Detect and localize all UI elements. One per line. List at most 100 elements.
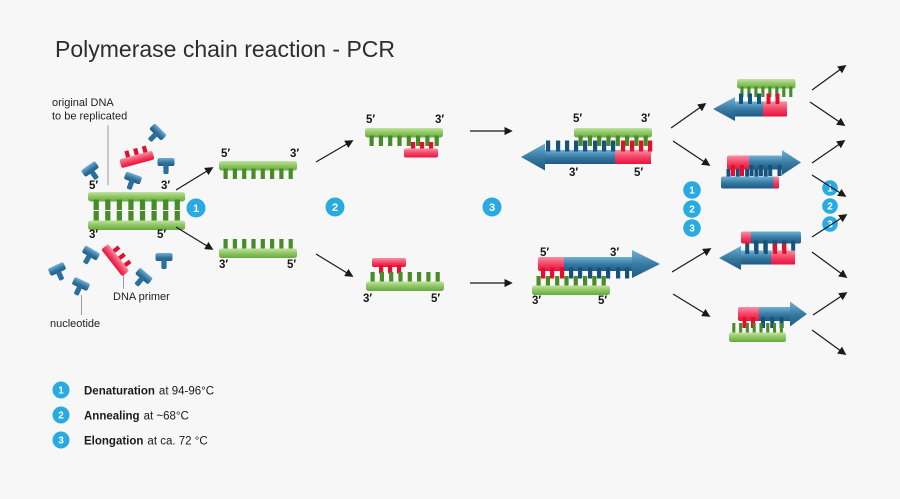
flow-arrow [175, 226, 214, 250]
step-2-circle [822, 198, 838, 214]
prime-label: 3′ [610, 247, 619, 259]
dna-primer-icon [117, 144, 155, 169]
step-2-badge: 2 [325, 197, 345, 217]
flow-arrow [672, 140, 711, 166]
elongation-top: 5′ 3′ 3′ 5′ [521, 113, 653, 179]
step-3-number: 3 [58, 436, 64, 447]
flow-arrow [811, 174, 847, 197]
step-1-number: 1 [193, 203, 199, 215]
prime-label: 3′ [89, 229, 98, 241]
denatured-strand-top: 5′ 3′ [219, 148, 299, 179]
step-2-number: 2 [689, 205, 695, 216]
single-strand [366, 272, 444, 291]
dna-primer-label: DNA primer [113, 291, 170, 303]
prime-label: 3′ [219, 259, 228, 271]
nucleotide-icon [120, 171, 143, 193]
prime-label: 5′ [573, 113, 582, 125]
nucleotide-label: nucleotide [50, 318, 100, 330]
single-strand [729, 323, 786, 342]
legend-step-name: Elongation [84, 436, 143, 448]
denatured-strand-bottom: 3′ 5′ [219, 239, 297, 271]
new-strand-arrow-right [738, 301, 807, 328]
nucleotide-icon [129, 267, 154, 291]
product-duplex-4 [729, 301, 807, 342]
prime-label: 5′ [540, 247, 549, 259]
legend-text-elongation: Elongation at ca. 72 °C [84, 436, 208, 448]
branching-arrows [809, 65, 848, 355]
single-strand [532, 276, 610, 295]
step-1-circle [52, 381, 70, 399]
product-duplex-2 [721, 150, 801, 189]
product-duplex-1 [713, 79, 796, 121]
legend-step-name: Annealing [84, 411, 140, 423]
step-3-badge: 3 [482, 197, 502, 217]
flow-arrow [315, 140, 354, 163]
prime-label: 3′ [290, 148, 299, 160]
step-2-number: 2 [58, 411, 64, 422]
original-dna-duplex: 5′ 3′ 3′ 5′ [88, 180, 186, 241]
prime-label: 5′ [634, 167, 643, 179]
step-2-circle [52, 406, 70, 424]
flow-arrow [670, 103, 707, 129]
nucleotide-icon [143, 123, 167, 147]
prime-label: 5′ [221, 148, 230, 160]
flow-arrow [811, 140, 846, 164]
prime-label: 3′ [363, 293, 372, 305]
single-strand [737, 79, 796, 97]
nucleotide-icon [157, 158, 175, 174]
step-2-number: 2 [332, 202, 338, 214]
step-2-number: 2 [827, 202, 833, 213]
nucleotides-group [47, 123, 175, 299]
prime-label: 5′ [157, 229, 166, 241]
prime-label: 3′ [161, 180, 170, 192]
flow-arrow [811, 214, 848, 238]
flow-arrow [809, 101, 846, 126]
step-1-circle [186, 198, 206, 218]
flow-arrow [671, 248, 712, 273]
new-strand-arrow-left [719, 243, 795, 270]
cycle-steps-badges-left: 1 2 3 [683, 181, 701, 237]
step-1-number: 1 [689, 186, 695, 197]
new-strand-bar [721, 169, 779, 189]
prime-label: 3′ [532, 295, 541, 307]
product-duplex-3 [719, 231, 801, 270]
nucleotide-icon [77, 245, 101, 268]
step-3-circle [52, 431, 70, 449]
step-3-number: 3 [489, 202, 495, 214]
legend-step-name: Denaturation [84, 386, 155, 398]
new-strand-arrow-left [521, 140, 653, 171]
legend-step-detail: at 94-96°C [159, 386, 214, 398]
prime-label: 3′ [641, 113, 650, 125]
step-2-circle [325, 197, 345, 217]
flow-arrow [811, 329, 847, 355]
flow-arrow [812, 292, 848, 316]
nucleotide-icon [155, 253, 173, 269]
new-strand-arrow-left [713, 93, 787, 121]
prime-label: 5′ [431, 293, 440, 305]
flow-arrow [811, 251, 848, 278]
original-dna-label-line2: to be replicated [52, 111, 127, 123]
flow-arrow [175, 167, 214, 191]
new-strand-arrow-right [538, 250, 660, 279]
flow-arrow [811, 65, 847, 91]
legend-text-denaturation: Denaturation at 94-96°C [84, 386, 214, 398]
legend-step-detail: at ca. 72 °C [147, 436, 207, 448]
step-1-circle [683, 181, 701, 199]
prime-label: 5′ [287, 259, 296, 271]
step-1-number: 1 [827, 184, 833, 195]
cycle-steps-badges-right: 1 2 3 [822, 180, 838, 232]
elongation-bottom: 5′ 3′ 3′ 5′ [532, 247, 660, 307]
flow-arrow [672, 293, 711, 317]
annealed-strand-top: 5′ 3′ [365, 114, 444, 158]
step-3-number: 3 [689, 224, 695, 235]
step-2-circle [683, 200, 701, 218]
template-strand-top [88, 192, 186, 210]
page-title: Polymerase chain reaction - PCR [55, 36, 395, 62]
nucleotide-icon [68, 276, 91, 299]
template-strand-bottom [88, 211, 186, 230]
